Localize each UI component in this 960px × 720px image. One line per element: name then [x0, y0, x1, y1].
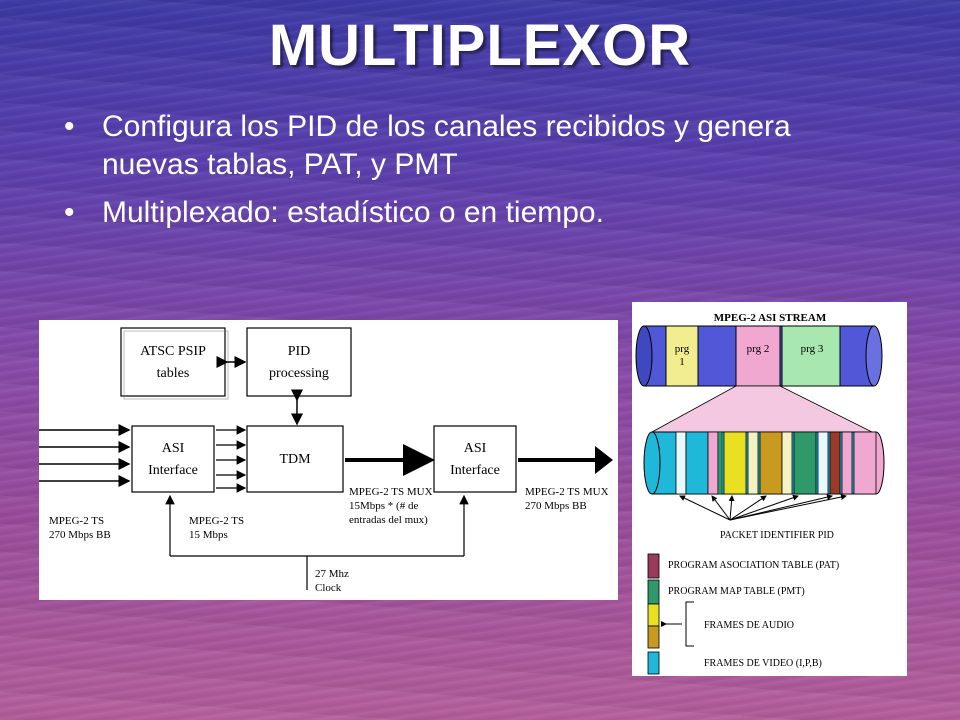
- mux-label-3: entradas del mux): [349, 514, 428, 526]
- pmt-swatch: [647, 579, 660, 605]
- bullet-dot-icon: •: [64, 196, 75, 229]
- prg2-label: prg 2: [747, 343, 770, 355]
- packet-tube: [643, 431, 885, 495]
- tdm-label: TDM: [279, 452, 311, 467]
- audio-swatch: [647, 603, 660, 627]
- tube-start: [635, 325, 653, 387]
- prg3-label: prg 3: [801, 343, 824, 355]
- mux-label-2: 15Mbps * (# de: [349, 500, 418, 512]
- mid-label-1: MPEG-2 TS: [189, 515, 244, 527]
- legend-pmt: PROGRAM MAP TABLE (PMT): [668, 586, 805, 597]
- clock-label-2: Clock: [315, 582, 342, 594]
- legend-pat: PROGRAM ASOCIATION TABLE (PAT): [668, 560, 839, 571]
- legend-video: FRAMES DE VIDEO (I,P,B): [704, 658, 822, 669]
- atsc-psip-box: ATSC PSIP tables: [120, 327, 229, 400]
- slide-title: MULTIPLEXOR: [268, 13, 692, 78]
- expansion-funnel: [651, 385, 873, 433]
- stream-legend: PROGRAM ASOCIATION TABLE (PAT) PROGRAM M…: [647, 553, 839, 675]
- tube-end: [865, 325, 883, 387]
- legend-audio: FRAMES DE AUDIO: [704, 620, 794, 631]
- pid-label-1: PID: [288, 344, 311, 359]
- bullet-dot-icon: •: [64, 110, 75, 143]
- asi-stream-diagram: MPEG-2 ASI STREAM prg 1 prg 2 prg 3: [632, 302, 907, 676]
- input-arrows: [39, 424, 131, 487]
- pat-swatch: [647, 553, 660, 579]
- asi-in-label-2: Interface: [148, 463, 198, 478]
- pid-pointer-arrows: [679, 494, 847, 521]
- asi-interface-input-box: ASI Interface: [131, 425, 215, 493]
- asi-stream-title: MPEG-2 ASI STREAM: [714, 312, 827, 324]
- output-label-2: 270 Mbps BB: [525, 500, 587, 512]
- pid-processing-box: PID processing: [246, 327, 352, 397]
- atsc-label-1: ATSC PSIP: [140, 344, 206, 359]
- clock-label-1: 27 Mhz: [315, 568, 349, 580]
- audio-bracket-icon: [685, 601, 694, 647]
- audio-alt-swatch: [647, 625, 660, 649]
- output-label-1: MPEG-2 TS MUX: [525, 486, 609, 498]
- mid-label-2: 15 Mbps: [189, 529, 228, 541]
- bullet-item: • Multiplexado: estadístico o en tiempo.: [62, 194, 862, 232]
- mux-label-1: MPEG-2 TS MUX: [349, 486, 433, 498]
- prg2-segment: [735, 325, 781, 387]
- multiplexer-block-diagram: ATSC PSIP tables PID processing ASI Inte…: [39, 320, 618, 600]
- bullet-text: Multiplexado: estadístico o en tiempo.: [102, 196, 604, 229]
- asi-in-label-1: ASI: [162, 441, 185, 456]
- bullet-item: • Configura los PID de los canales recibi…: [62, 108, 862, 184]
- asi-to-tdm-arrows: [216, 425, 247, 493]
- asi-out-label-1: ASI: [464, 441, 487, 456]
- prg1-segment: [665, 325, 699, 387]
- pid-label: PACKET IDENTIFIER PID: [720, 530, 834, 541]
- prg1-label-1: prg: [675, 343, 690, 355]
- tdm-box: TDM: [246, 425, 344, 493]
- clock-distribution-lines: [165, 494, 469, 590]
- prg1-label-2: 1: [679, 356, 685, 368]
- pid-label-2: processing: [269, 366, 329, 381]
- input-label-1: MPEG-2 TS: [49, 515, 104, 527]
- input-label-2: 270 Mbps BB: [49, 529, 111, 541]
- bullet-text: Configura los PID de los canales recibid…: [102, 110, 791, 181]
- asi-out-label-2: Interface: [450, 463, 500, 478]
- atsc-label-2: tables: [157, 366, 190, 381]
- program-tube: prg 1 prg 2 prg 3: [635, 325, 883, 387]
- output-arrow-head-icon: [595, 446, 613, 474]
- bullet-list: • Configura los PID de los canales recibi…: [62, 108, 862, 242]
- asi-interface-output-box: ASI Interface: [433, 425, 517, 493]
- prg3-segment: [781, 325, 841, 387]
- video-swatch: [647, 651, 660, 675]
